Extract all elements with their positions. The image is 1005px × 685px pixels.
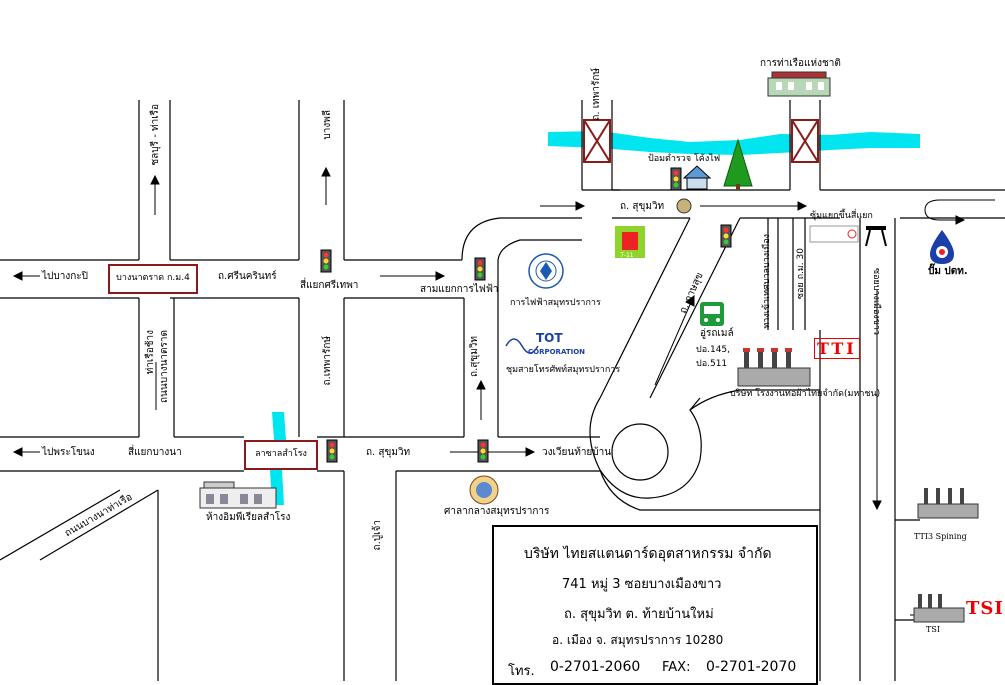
company-address-2: ถ. สุขุมวิท ต. ท้ายบ้านใหม่ (564, 607, 714, 622)
navy-school: การท่าเรือแห่งชาติ (760, 58, 841, 69)
road-soi-bangmuang: ทางเข้าเทศบาลบางเมือง (762, 234, 772, 329)
imperial-mall-icon (199, 481, 277, 509)
pea-label: การไฟฟ้าสมุทรปราการ (510, 298, 601, 308)
gate-icon (865, 226, 887, 247)
seven-label: 7-11 (620, 252, 634, 259)
seven-eleven-icon (615, 226, 645, 258)
company-info-box: บริษัท ไทยสแตนดาร์ดอุตสาหกรรม จำกัด 741 … (492, 525, 818, 685)
road-chang-pier: ท่าเรือช้าง (145, 330, 156, 375)
bangna-km4-box: บางนาตราด ก.ม.4 (108, 264, 198, 294)
road-thepharak-left: ถ.เทพารักษ์ (322, 336, 333, 386)
taiban-circle: วงเวียนท้ายบ้าน (542, 447, 612, 458)
road-bangna-trat: ถนนบางนาตราด (159, 330, 170, 403)
pomtat: ป้อมตำรวจ โค้งไฟ (648, 154, 721, 164)
police-box-icon (682, 165, 712, 190)
tti3-label: TTI3 Spining (914, 532, 967, 541)
bangna-junction: สี่แยกบางนา (128, 447, 182, 458)
road-sukhumvit-main: ถ. สุขุมวิท (366, 447, 411, 458)
traffic-lights (320, 167, 732, 463)
road-soi-bangmuangkhao: ซอยบางเมืองขาว (871, 268, 881, 336)
road-soi-30: ซอย ถ.ม. 30 (796, 248, 806, 300)
factory-tti-icon (737, 348, 811, 387)
road-chonburi: ชลบุรี - ท่าเรือ (150, 104, 161, 166)
tel-label: โทร. (508, 664, 535, 679)
company-name: บริษัท ไทยสแตนดาร์ดอุตสาหกรรม จำกัด (524, 546, 772, 562)
theparak-junction: สี่แยกศรีเทพา (300, 280, 359, 291)
river (548, 131, 920, 155)
navy-building-icon (767, 71, 831, 97)
road-bangphli: บางพลี (322, 110, 333, 140)
road-pusuchao: ถ.ปู่เจ้า (372, 520, 383, 551)
tti-mark: TTI (814, 338, 860, 359)
road-sukhumvit-top: ถ. สุขุมวิท (620, 201, 665, 212)
ptt-label: ปั๊ม ปตท. (928, 266, 968, 277)
pea-logo-icon (528, 253, 564, 289)
tot-logo: TOT (536, 331, 563, 345)
city-hall-seal-icon (469, 475, 499, 505)
fax-label: FAX: (662, 660, 691, 675)
tel-value: 0-2701-2060 (550, 659, 641, 675)
road-sukhumvit-mid: ถ.สุขุมวิท (469, 336, 480, 377)
tsi-mark: TSI (966, 598, 1004, 619)
imperial-label: ห้างอิมพีเรียลสำโรง (206, 512, 291, 523)
to-bangkapi: ไปบางกะปิ (42, 271, 88, 282)
factory-tsi-icon (913, 594, 965, 623)
temple-seal-icon (676, 198, 692, 214)
road-srinakarin: ถ.ศรีนครินทร์ (218, 271, 277, 282)
factory-tti-name: บริษัท โรงงานทอผ้าไทยจำกัด(มหาชน) (730, 389, 881, 399)
power-junction: สามแยกการไฟฟ้า (420, 284, 499, 295)
city-hall-label: ศาลากลางสมุทรปราการ (444, 506, 550, 517)
road-thepharak: ถ. เทพารักษ์ (591, 68, 602, 121)
to-phrapradaeng: ไปพระโขนง (42, 447, 95, 458)
ptt-logo-icon (930, 230, 954, 264)
lasalle-box: ลาซาลสำโรง (244, 440, 318, 470)
fax-value: 0-2701-2070 (706, 659, 797, 675)
sign-board (809, 225, 859, 243)
factory-tti3-icon (917, 488, 979, 519)
bus-stop: อู่รถเมล์ (700, 328, 734, 339)
junction-right: ซุ้มแยกขึ้นสี่แยก (810, 211, 873, 221)
company-address-1: 741 หมู่ 3 ซอยบางเมืองขาว (562, 577, 722, 592)
tot-name: ชุมสายโทรศัพท์สมุทรปราการ (506, 365, 621, 375)
tot-logo-icon (505, 338, 539, 354)
tsi-label: TSI (926, 625, 940, 634)
tree-icon (723, 138, 753, 190)
bus-lines-2: ปอ.511 (696, 359, 728, 369)
bus-icon (700, 302, 724, 326)
company-address-3: อ. เมือง จ. สมุทรปราการ 10280 (552, 633, 724, 647)
bus-lines: ปอ.145, (696, 345, 731, 355)
tot-sub: CORPORATION (528, 348, 586, 356)
